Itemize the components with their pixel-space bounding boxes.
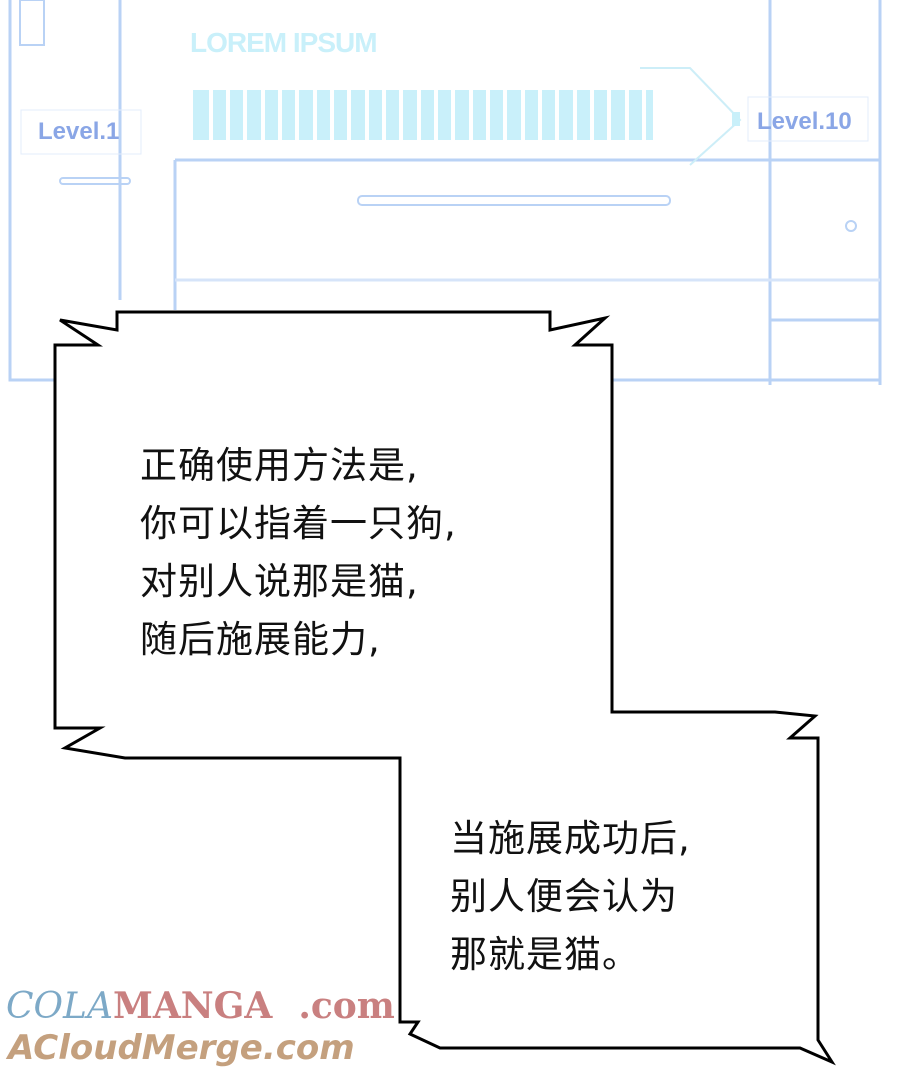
dialogue-line: 正确使用方法是, <box>140 444 419 487</box>
dialogue-line: 对别人说那是猫, <box>140 560 419 603</box>
dialogue-line: 你可以指着一只狗, <box>140 502 457 545</box>
dialogue-line: 那就是猫。 <box>450 933 640 976</box>
watermark-manga: MANGA <box>112 985 273 1027</box>
watermark-com: .com <box>298 985 395 1027</box>
level-start-label: Level.1 <box>38 118 120 145</box>
dialogue-line: 别人便会认为 <box>450 875 678 918</box>
watermark-acloudmerge: ACloudMerge.com <box>8 1028 355 1068</box>
level-end-label: Level.10 <box>757 108 852 135</box>
speech-bubble-2: 当施展成功后, 别人便会认为 那就是猫。 <box>450 810 691 984</box>
hud-title: LOREM IPSUM <box>190 27 378 58</box>
speech-bubble-1: 正确使用方法是, 你可以指着一只狗, 对别人说那是猫, 随后施展能力, <box>140 437 457 669</box>
dialogue-line: 随后施展能力, <box>140 618 381 661</box>
watermark-cola: COLA <box>6 986 113 1027</box>
hud-background <box>8 0 882 385</box>
watermark-colamanga: COLAMANGA .com <box>6 985 395 1027</box>
dialogue-line: 当施展成功后, <box>450 817 691 860</box>
